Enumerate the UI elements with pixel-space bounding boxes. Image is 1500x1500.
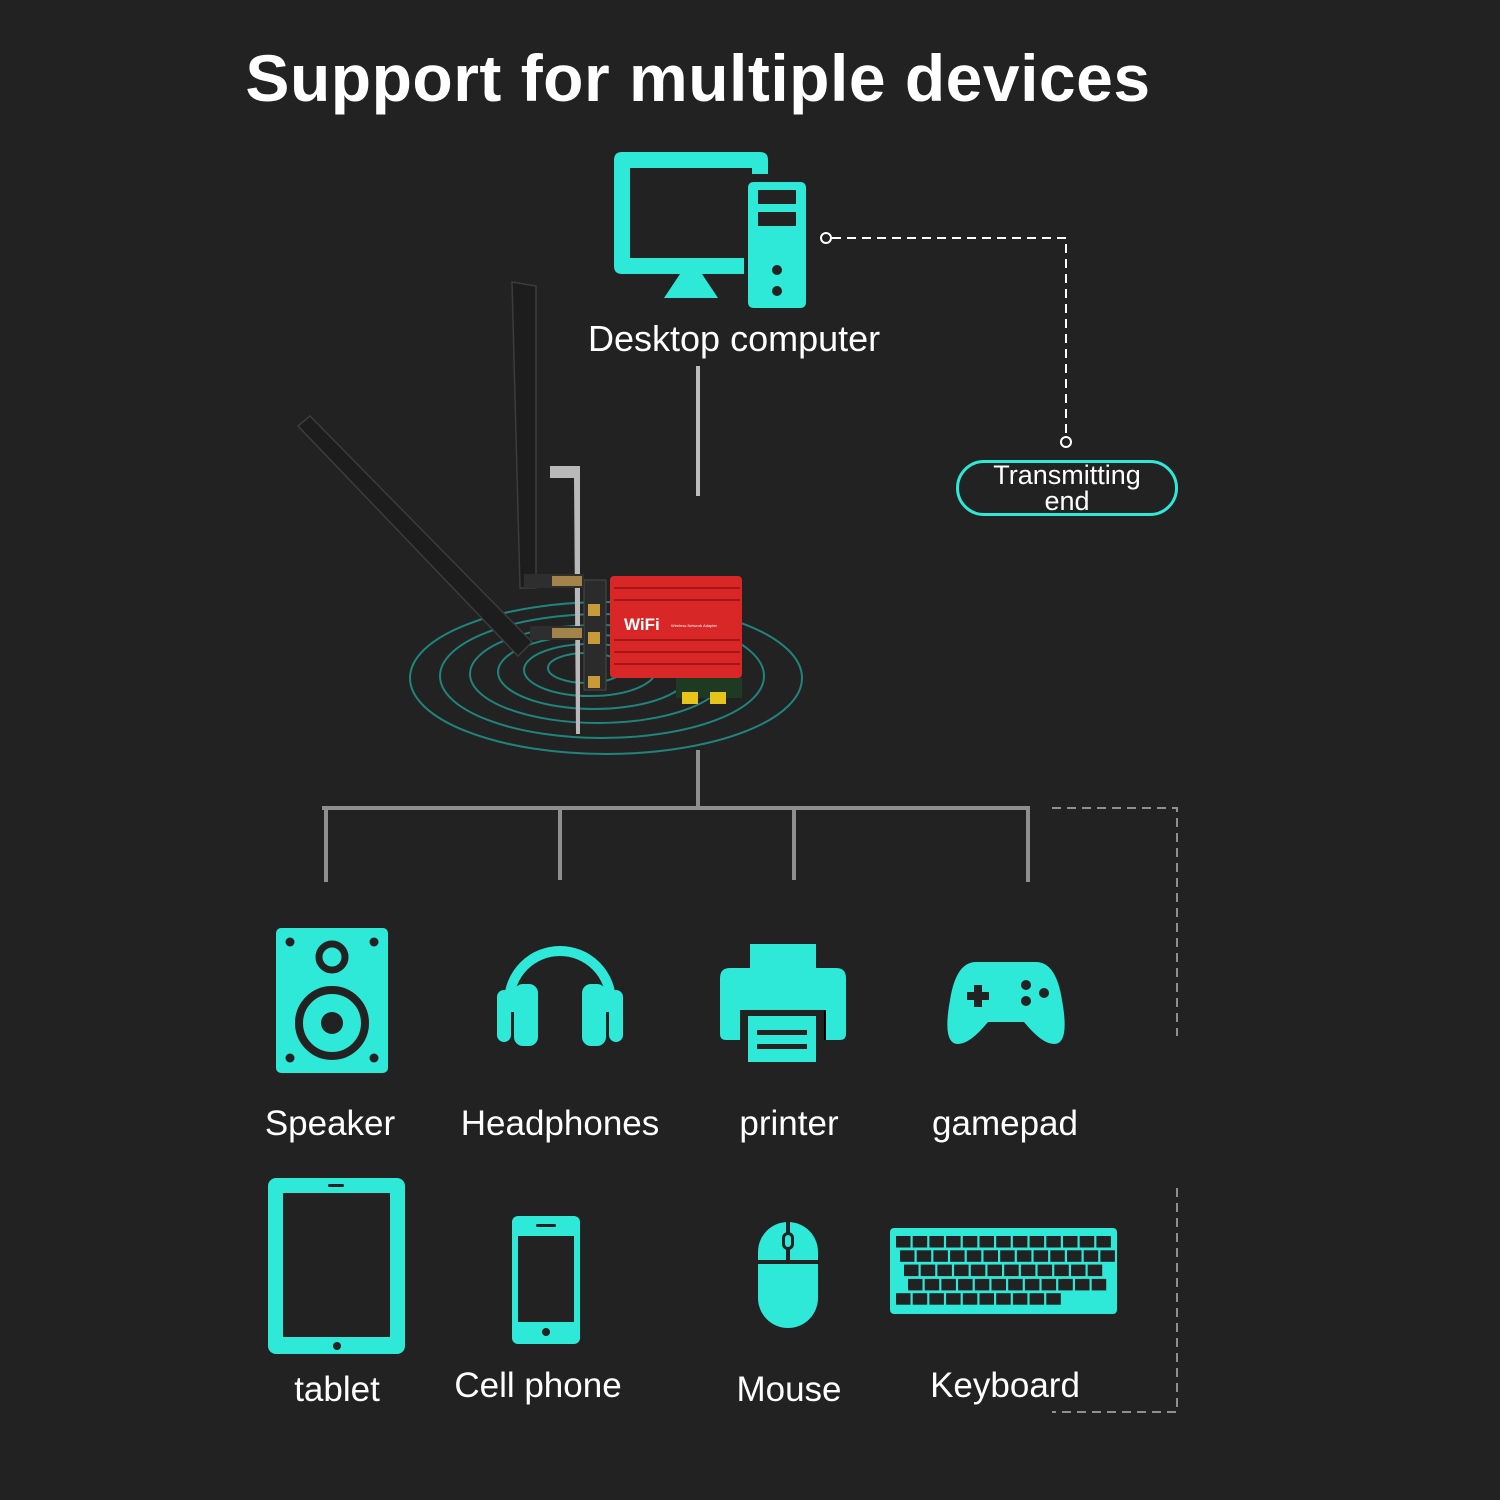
keyboard-key xyxy=(912,1236,928,1248)
adapter-subtitle: Wireless Network Adapter xyxy=(671,623,718,628)
bracket-dashed xyxy=(1052,807,1178,1413)
keyboard-key xyxy=(1096,1236,1111,1248)
keyboard-key xyxy=(908,1278,923,1291)
device-label-gamepad: gamepad xyxy=(932,1104,1078,1143)
antenna-icon xyxy=(511,281,537,589)
keyboard-key xyxy=(1008,1278,1023,1291)
keyboard-key xyxy=(916,1250,932,1262)
device-label-cell-phone: Cell phone xyxy=(454,1366,622,1405)
wifi-adapter: WiFi Wireless Network Adapter xyxy=(296,281,803,755)
device-label-tablet: tablet xyxy=(294,1370,380,1409)
keyboard-key xyxy=(974,1278,990,1291)
keyboard-key xyxy=(1058,1278,1073,1291)
keyboard-key xyxy=(1079,1236,1095,1248)
keyboard-key xyxy=(1046,1236,1061,1248)
keyboard-key xyxy=(896,1293,911,1305)
keyboard-key xyxy=(1046,1293,1061,1305)
device-label-printer: printer xyxy=(739,1104,839,1143)
keyboard-key xyxy=(979,1293,994,1305)
tree-connectors xyxy=(322,366,1030,882)
keyboard-key xyxy=(970,1264,986,1277)
keyboard-key xyxy=(1016,1250,1032,1262)
keyboard-key xyxy=(1020,1264,1036,1277)
device-label-speaker: Speaker xyxy=(264,1104,396,1143)
transmitting-end-label: Transmitting end xyxy=(993,460,1141,516)
keyboard-key xyxy=(1067,1250,1082,1262)
keyboard-icon xyxy=(890,1228,1117,1314)
keyboard-key xyxy=(946,1293,961,1305)
adapter-brand: WiFi xyxy=(624,615,660,634)
speaker-icon xyxy=(276,928,388,1073)
keyboard-key xyxy=(929,1236,944,1248)
antenna-icon xyxy=(296,414,534,658)
keyboard-key xyxy=(1075,1278,1090,1291)
keyboard-key xyxy=(991,1278,1006,1291)
keyboard-key xyxy=(1071,1264,1086,1277)
keyboard-key xyxy=(929,1293,944,1305)
keyboard-key xyxy=(979,1236,994,1248)
keyboard-key xyxy=(1091,1278,1107,1291)
keyboard-key xyxy=(1024,1278,1040,1291)
gamepad-icon xyxy=(947,962,1065,1044)
desktop-computer-label: Desktop computer xyxy=(588,318,881,359)
keyboard-key xyxy=(1054,1264,1069,1277)
device-label-keyboard: Keyboard xyxy=(930,1366,1080,1405)
keyboard-key xyxy=(962,1293,978,1305)
keyboard-key xyxy=(1033,1250,1049,1262)
transmit-link xyxy=(820,232,1072,448)
page-title: Support for multiple devices xyxy=(245,41,1151,115)
keyboard-key xyxy=(987,1264,1002,1277)
keyboard-key xyxy=(904,1264,919,1277)
keyboard-key xyxy=(912,1293,928,1305)
keyboard-key xyxy=(941,1278,956,1291)
desktop-computer-icon xyxy=(614,152,808,310)
keyboard-key xyxy=(1100,1250,1115,1262)
keyboard-key xyxy=(996,1293,1011,1305)
device-label-mouse: Mouse xyxy=(736,1370,842,1409)
printer-body xyxy=(720,968,846,1040)
tablet-icon xyxy=(268,1178,405,1354)
keyboard-key xyxy=(1012,1236,1028,1248)
keyboard-key xyxy=(1083,1250,1099,1262)
keyboard-key xyxy=(1004,1264,1019,1277)
keyboard-key xyxy=(950,1250,965,1262)
keyboard-key xyxy=(946,1236,961,1248)
keyboard-key xyxy=(983,1250,998,1262)
keyboard-key xyxy=(933,1250,948,1262)
mouse-icon xyxy=(758,1222,818,1328)
keyboard-key xyxy=(1087,1264,1103,1277)
keyboard-key xyxy=(1000,1250,1015,1262)
keyboard-key xyxy=(1050,1250,1065,1262)
keyboard-key xyxy=(996,1236,1011,1248)
transmitting-end-badge: Transmitting end xyxy=(956,460,1178,516)
keyboard-key xyxy=(962,1236,978,1248)
keyboard-key xyxy=(1037,1264,1053,1277)
keyboard-key xyxy=(958,1278,973,1291)
keyboard-key xyxy=(937,1264,952,1277)
keyboard-key xyxy=(1029,1293,1045,1305)
keyboard-key xyxy=(900,1250,915,1262)
keyboard-key xyxy=(1029,1236,1045,1248)
keyboard-key xyxy=(920,1264,936,1277)
device-label-headphones: Headphones xyxy=(460,1104,660,1143)
headphones-icon xyxy=(497,946,623,1046)
keyboard-key xyxy=(954,1264,969,1277)
keyboard-key xyxy=(1063,1236,1078,1248)
keyboard-key xyxy=(966,1250,982,1262)
keyboard-key xyxy=(924,1278,940,1291)
keyboard-key xyxy=(1012,1293,1028,1305)
cell-phone-icon xyxy=(512,1216,580,1344)
keyboard-key xyxy=(896,1236,911,1248)
keyboard-key xyxy=(1041,1278,1057,1291)
